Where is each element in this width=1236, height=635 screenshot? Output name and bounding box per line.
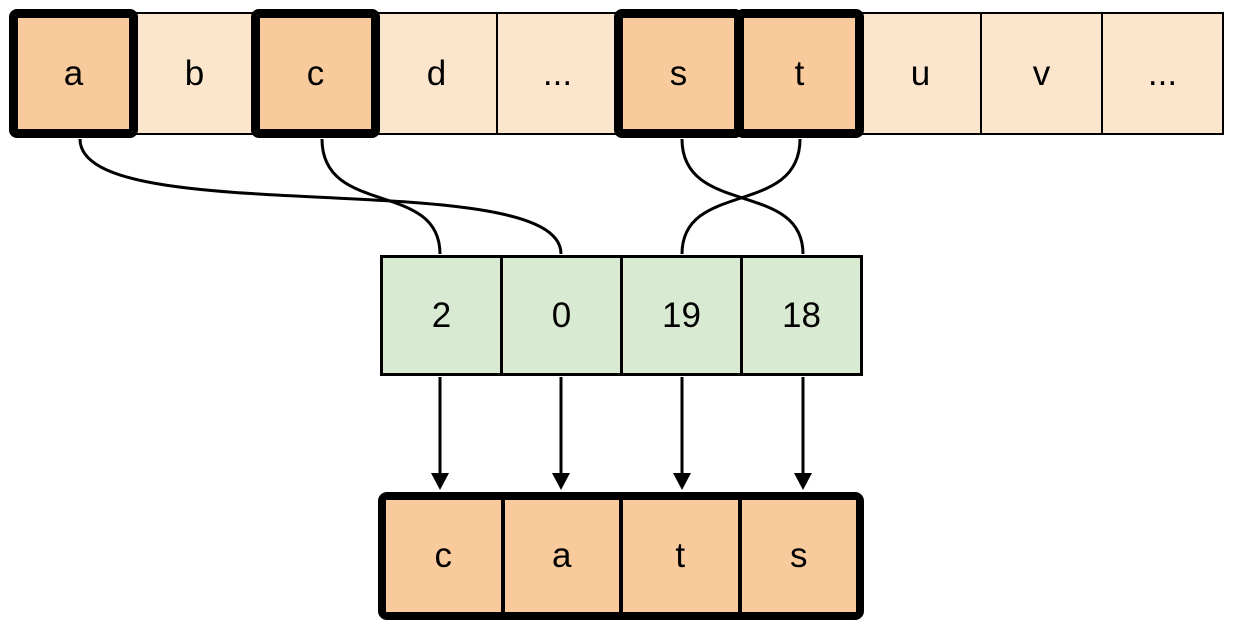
- alphabet-cell-d: d: [375, 12, 498, 135]
- index-cell-19: 19: [620, 255, 743, 376]
- alphabet-cell-s: s: [617, 12, 740, 135]
- arrowhead-index19-to-t: [673, 473, 691, 490]
- index-cell-2: 2: [380, 255, 503, 376]
- alphabet-cell-c: c: [254, 12, 377, 135]
- output-row: c a t s: [378, 492, 864, 620]
- index-cell-18: 18: [740, 255, 863, 376]
- alphabet-cell-a: a: [12, 12, 135, 135]
- index-cell-0: 0: [500, 255, 623, 376]
- output-cell-s: s: [737, 500, 856, 612]
- curve-t-to-index-19: [680, 138, 802, 255]
- output-cell-a: a: [500, 500, 619, 612]
- arrowhead-index18-to-s: [794, 473, 812, 490]
- curve-a-to-index-0: [78, 138, 563, 255]
- output-cell-t: t: [619, 500, 738, 612]
- alphabet-cell-t: t: [738, 12, 861, 135]
- curve-s-to-index-18: [680, 138, 805, 255]
- arrowhead-index2-to-c: [431, 473, 449, 490]
- alphabet-cell-b: b: [133, 12, 256, 135]
- alphabet-cell-ellipsis-2: ...: [1101, 12, 1224, 135]
- index-row: 2 0 19 18: [380, 255, 863, 376]
- arrowhead-index0-to-a: [552, 473, 570, 490]
- alphabet-row: a b c d ... s t u v ...: [12, 12, 1224, 135]
- alphabet-cell-u: u: [859, 12, 982, 135]
- alphabet-cell-ellipsis-1: ...: [496, 12, 619, 135]
- curve-c-to-index-2: [320, 138, 442, 255]
- alphabet-cell-v: v: [980, 12, 1103, 135]
- output-cell-c: c: [386, 500, 501, 612]
